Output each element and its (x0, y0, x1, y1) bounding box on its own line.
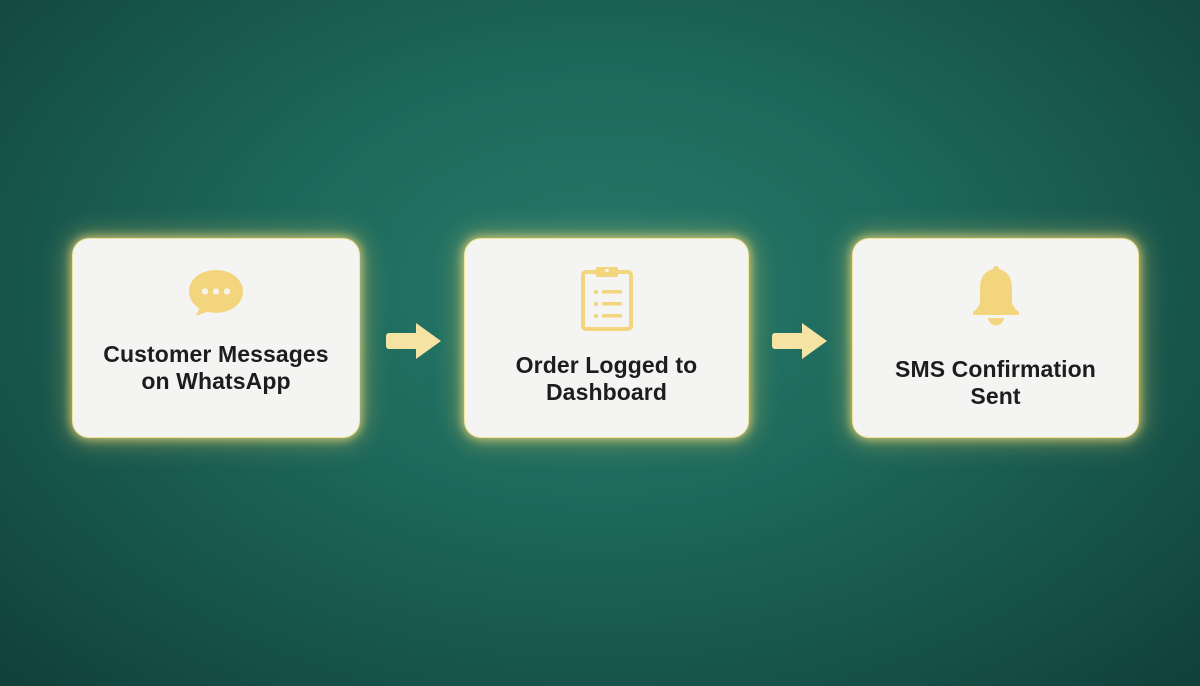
arrow-right-icon (772, 323, 827, 359)
step-label: Customer Messages on WhatsApp (103, 341, 328, 395)
step-card-customer-messages: Customer Messages on WhatsApp (73, 239, 359, 437)
arrow-right-icon (386, 323, 441, 359)
step-label: Order Logged to Dashboard (516, 352, 698, 406)
step-label-line: on WhatsApp (141, 368, 291, 394)
step-label-line: Sent (970, 383, 1021, 409)
bell-icon (972, 266, 1019, 326)
step-label-line: SMS Confirmation (895, 356, 1096, 382)
chat-bubble-icon (189, 270, 243, 316)
step-label: SMS Confirmation Sent (895, 356, 1096, 410)
step-card-order-logged: Order Logged to Dashboard (465, 239, 748, 437)
step-card-sms-confirmation: SMS Confirmation Sent (853, 239, 1138, 437)
step-label-line: Order Logged to (515, 352, 698, 378)
clipboard-icon (580, 267, 633, 331)
step-label-line: Customer Messages (103, 341, 329, 367)
step-label-line: Dashboard (545, 379, 668, 405)
